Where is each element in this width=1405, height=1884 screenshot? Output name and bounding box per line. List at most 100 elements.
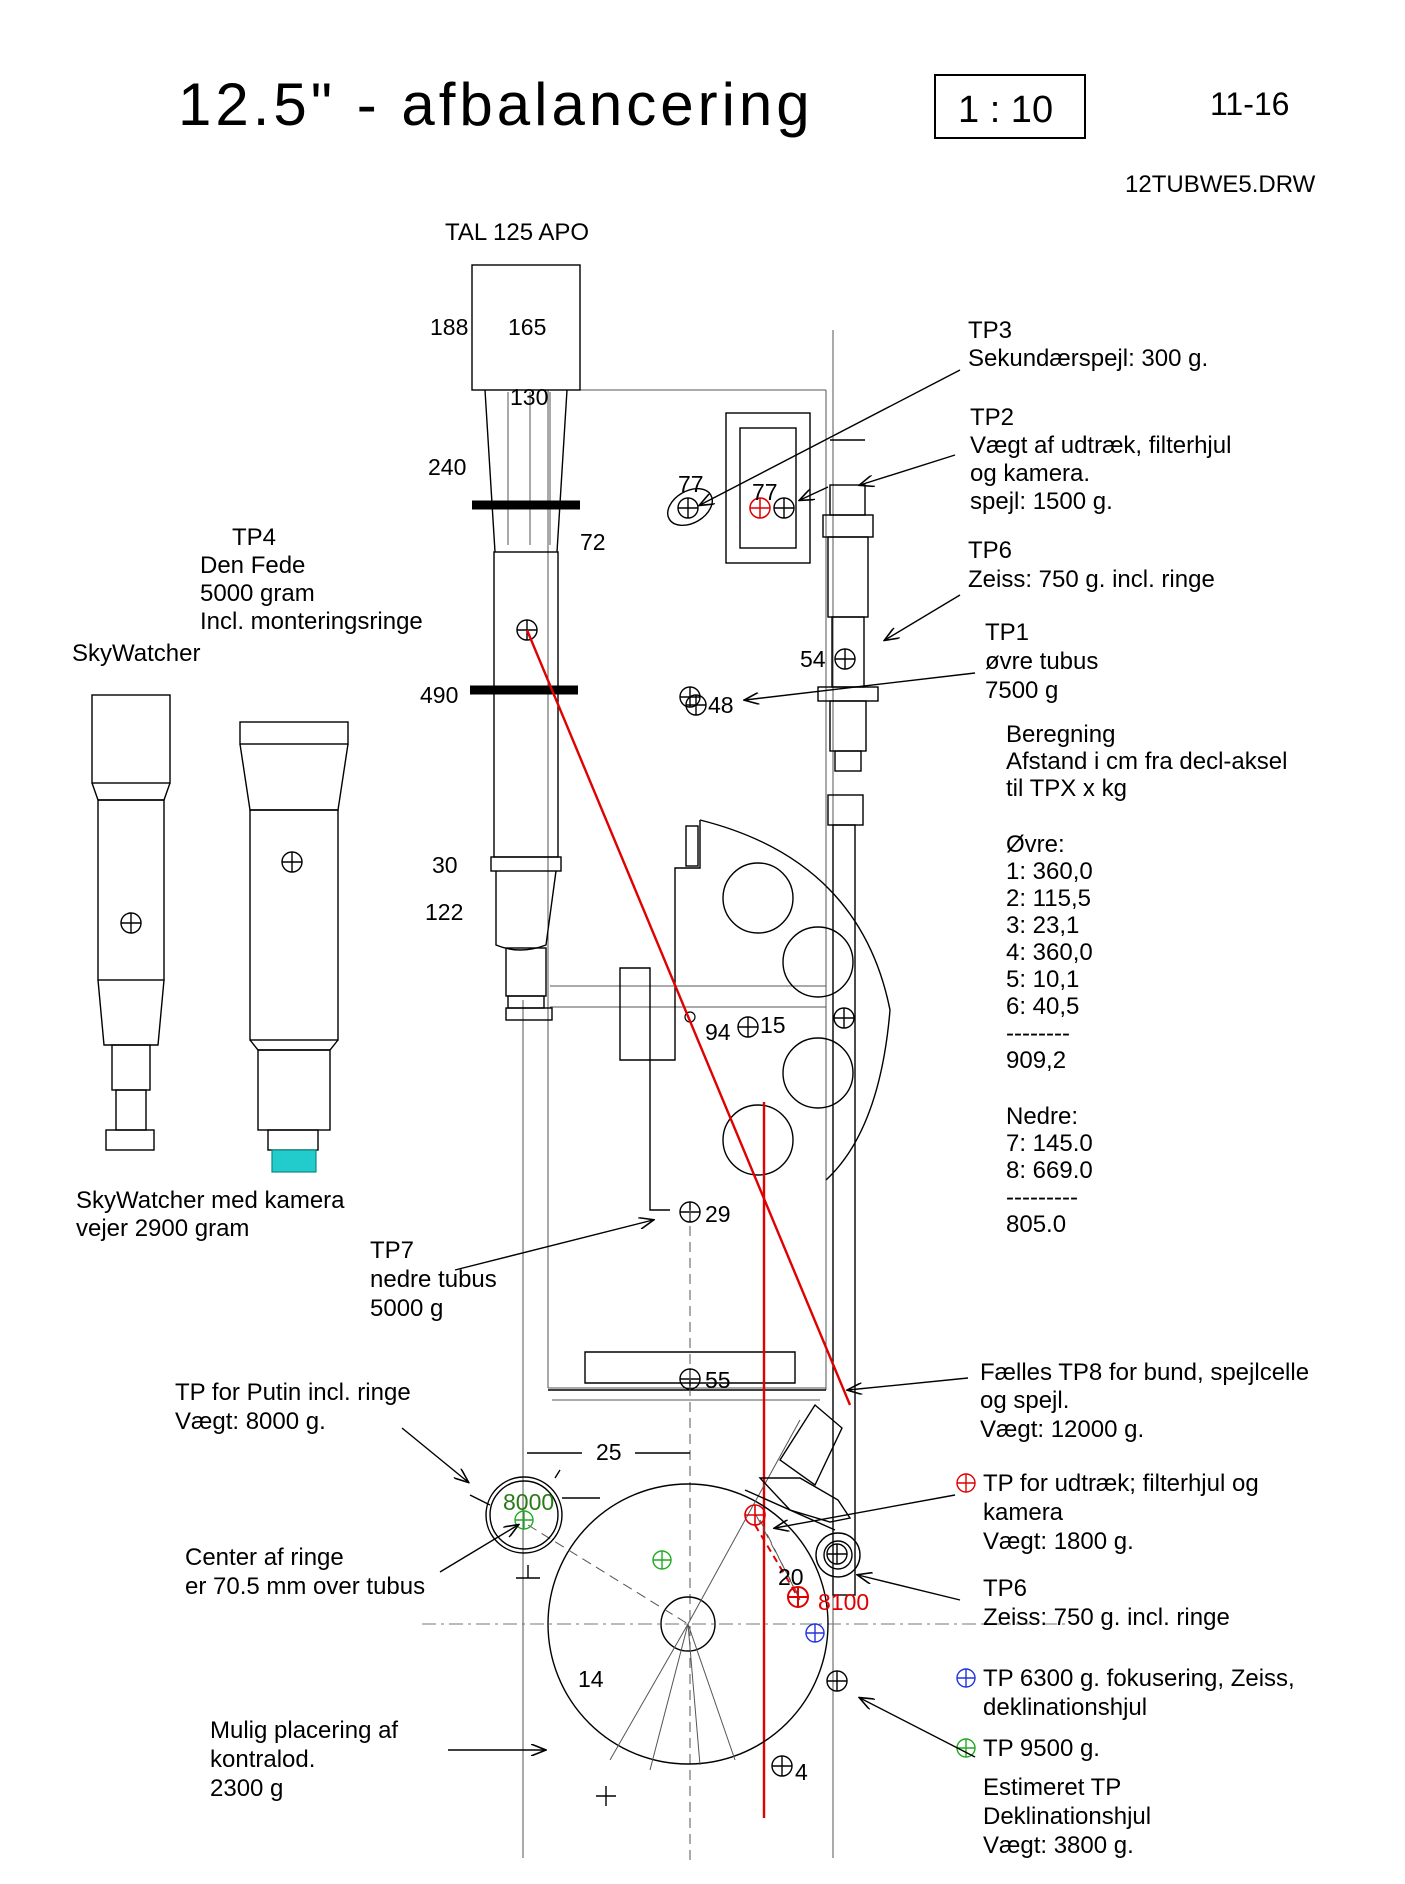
file-name: 12TUBWE5.DRW bbox=[1125, 171, 1316, 198]
svg-text:---------: --------- bbox=[1006, 1184, 1078, 1211]
dim-72: 72 bbox=[580, 529, 606, 555]
svg-text:1: 360,0: 1: 360,0 bbox=[1006, 858, 1093, 885]
svg-text:TP6: TP6 bbox=[968, 537, 1012, 564]
svg-text:Zeiss: 750 g. incl. ringe: Zeiss: 750 g. incl. ringe bbox=[968, 566, 1215, 593]
frame-lines bbox=[522, 330, 834, 1858]
svg-text:kontralod.: kontralod. bbox=[210, 1746, 315, 1773]
svg-text:TP for udtræk; filterhjul og: TP for udtræk; filterhjul og bbox=[983, 1470, 1259, 1497]
svg-text:vejer 2900 gram: vejer 2900 gram bbox=[76, 1215, 249, 1242]
label-estimeret: Estimeret TP Deklinationshjul Vægt: 3800… bbox=[983, 1774, 1151, 1859]
svg-text:7: 145.0: 7: 145.0 bbox=[1006, 1130, 1093, 1157]
svg-text:Mulig placering af: Mulig placering af bbox=[210, 1717, 398, 1744]
mirror-cell bbox=[548, 1351, 826, 1401]
balance-line-red bbox=[525, 629, 852, 1406]
svg-text:deklinationshjul: deklinationshjul bbox=[983, 1694, 1147, 1721]
refractor-tube bbox=[470, 264, 581, 1021]
tp4-scope bbox=[239, 721, 349, 1173]
dim-490: 490 bbox=[420, 682, 458, 708]
point-15: 15 bbox=[760, 1012, 786, 1038]
svg-text:909,2: 909,2 bbox=[1006, 1047, 1066, 1074]
label-skywatcher-camera: SkyWatcher med kamera vejer 2900 gram bbox=[76, 1187, 345, 1242]
svg-text:TP3: TP3 bbox=[968, 317, 1012, 344]
svg-text:TP 6300 g. fokusering, Zeiss,: TP 6300 g. fokusering, Zeiss, bbox=[983, 1665, 1295, 1692]
focuser-column bbox=[817, 439, 879, 1596]
point-29: 29 bbox=[705, 1201, 731, 1227]
dim-188: 188 bbox=[430, 314, 468, 340]
point-55: 55 bbox=[705, 1367, 731, 1393]
scale-label: 1 : 10 bbox=[958, 89, 1053, 131]
point-48: 48 bbox=[708, 692, 734, 718]
dim-240: 240 bbox=[428, 454, 466, 480]
svg-text:er 70.5 mm over tubus: er 70.5 mm over tubus bbox=[185, 1573, 425, 1600]
point-94: 94 bbox=[705, 1019, 731, 1045]
svg-text:Fælles TP8 for bund, spejlcell: Fælles TP8 for bund, spejlcelle bbox=[980, 1359, 1309, 1386]
dim-130: 130 bbox=[510, 384, 548, 410]
point-4: 4 bbox=[795, 1759, 808, 1785]
svg-text:spejl: 1500 g.: spejl: 1500 g. bbox=[970, 488, 1113, 515]
svg-text:Øvre:: Øvre: bbox=[1006, 831, 1065, 858]
label-skywatcher: SkyWatcher bbox=[72, 640, 200, 667]
svg-text:TP4: TP4 bbox=[232, 524, 276, 551]
svg-text:til TPX x kg: til TPX x kg bbox=[1006, 775, 1127, 802]
svg-text:2300 g: 2300 g bbox=[210, 1775, 283, 1802]
svg-text:--------: -------- bbox=[1006, 1020, 1070, 1047]
svg-text:5000 g: 5000 g bbox=[370, 1295, 443, 1322]
dim-122: 122 bbox=[425, 899, 463, 925]
sheet-number: 11-16 bbox=[1210, 86, 1289, 122]
svg-text:kamera: kamera bbox=[983, 1499, 1064, 1526]
svg-text:5: 10,1: 5: 10,1 bbox=[1006, 966, 1079, 993]
svg-text:TP1: TP1 bbox=[985, 619, 1029, 646]
svg-text:og spejl.: og spejl. bbox=[980, 1387, 1069, 1414]
page-title: 12.5" - afbalancering bbox=[178, 71, 814, 138]
svg-text:Estimeret TP: Estimeret TP bbox=[983, 1774, 1121, 1801]
calculation-block: Beregning Afstand i cm fra decl-aksel ti… bbox=[1006, 721, 1287, 1238]
svg-text:Sekundærspejl: 300 g.: Sekundærspejl: 300 g. bbox=[968, 345, 1208, 372]
label-udtraek: TP for udtræk; filterhjul og kamera Vægt… bbox=[983, 1470, 1259, 1555]
point-77b: 77 bbox=[752, 479, 778, 505]
svg-text:Afstand i cm fra decl-aksel: Afstand i cm fra decl-aksel bbox=[1006, 748, 1287, 775]
label-tp6-top: TP6 Zeiss: 750 g. incl. ringe bbox=[968, 537, 1215, 593]
label-center-ringe: Center af ringe er 70.5 mm over tubus bbox=[185, 1544, 425, 1600]
svg-text:Zeiss: 750 g. incl. ringe: Zeiss: 750 g. incl. ringe bbox=[983, 1604, 1230, 1631]
svg-text:TP6: TP6 bbox=[983, 1575, 1027, 1602]
svg-text:Beregning: Beregning bbox=[1006, 721, 1115, 748]
declination-wheel bbox=[527, 1419, 829, 1806]
skywatcher-scope bbox=[91, 694, 171, 1151]
svg-text:805.0: 805.0 bbox=[1006, 1211, 1066, 1238]
label-putin: TP for Putin incl. ringe Vægt: 8000 g. bbox=[175, 1379, 411, 1435]
svg-text:TP2: TP2 bbox=[970, 404, 1014, 431]
label-tp9500: TP 9500 g. bbox=[983, 1735, 1100, 1762]
svg-text:Vægt: 12000 g.: Vægt: 12000 g. bbox=[980, 1416, 1144, 1443]
svg-text:5000 gram: 5000 gram bbox=[200, 580, 315, 607]
svg-text:8: 669.0: 8: 669.0 bbox=[1006, 1157, 1093, 1184]
declination-plate bbox=[619, 686, 891, 1223]
label-tp8: Fælles TP8 for bund, spejlcelle og spejl… bbox=[980, 1359, 1309, 1443]
label-tp4: TP4 Den Fede 5000 gram Incl. monteringsr… bbox=[200, 524, 423, 635]
label-tp6300: TP 6300 g. fokusering, Zeiss, deklinatio… bbox=[983, 1665, 1295, 1721]
dim-14: 14 bbox=[578, 1666, 604, 1692]
putin-ring bbox=[469, 1469, 672, 1579]
svg-text:Den Fede: Den Fede bbox=[200, 552, 305, 579]
label-tp6-bottom: TP6 Zeiss: 750 g. incl. ringe bbox=[983, 1575, 1230, 1631]
dim-165: 165 bbox=[508, 314, 546, 340]
dim-20: 20 bbox=[778, 1564, 804, 1590]
svg-text:TP7: TP7 bbox=[370, 1237, 414, 1264]
svg-text:3: 23,1: 3: 23,1 bbox=[1006, 912, 1079, 939]
label-tp1: TP1 øvre tubus 7500 g bbox=[985, 619, 1098, 704]
dim-25: 25 bbox=[596, 1439, 622, 1465]
svg-text:Center af ringe: Center af ringe bbox=[185, 1544, 344, 1571]
label-tp2: TP2 Vægt af udtræk, filterhjul og kamera… bbox=[970, 404, 1231, 515]
dim-30: 30 bbox=[432, 852, 458, 878]
svg-text:Vægt af udtræk, filterhjul: Vægt af udtræk, filterhjul bbox=[970, 432, 1231, 459]
point-8000: 8000 bbox=[503, 1489, 554, 1515]
point-77a: 77 bbox=[678, 471, 704, 497]
point-8100: 8100 bbox=[818, 1589, 869, 1615]
svg-text:7500 g: 7500 g bbox=[985, 677, 1058, 704]
svg-text:øvre tubus: øvre tubus bbox=[985, 648, 1098, 675]
svg-text:Incl. monteringsringe: Incl. monteringsringe bbox=[200, 608, 423, 635]
svg-text:6: 40,5: 6: 40,5 bbox=[1006, 993, 1079, 1020]
point-54: 54 bbox=[800, 646, 826, 672]
svg-text:SkyWatcher med kamera: SkyWatcher med kamera bbox=[76, 1187, 345, 1214]
label-tp7: TP7 nedre tubus 5000 g bbox=[370, 1237, 497, 1322]
